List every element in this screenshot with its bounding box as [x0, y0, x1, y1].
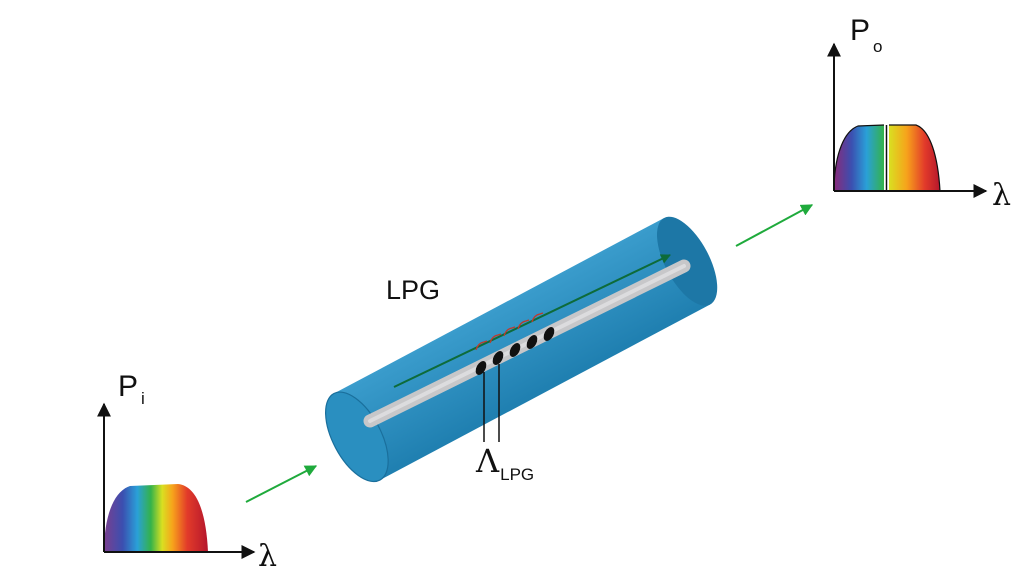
grating-dot [509, 343, 521, 357]
output-spectrum-band-right [889, 125, 940, 191]
input-light-arrow [245, 465, 318, 503]
grating-dot [475, 361, 487, 375]
grating-dot [543, 327, 555, 341]
grating-dot [492, 351, 504, 365]
optical-fiber [325, 216, 718, 483]
output-x-axis-label: λ [992, 178, 1011, 213]
output-light-arrow [735, 204, 814, 247]
grating-dot [526, 335, 538, 349]
grating-dots [475, 327, 555, 375]
lpg-label: LPG [386, 275, 440, 305]
input-spectrum-band [104, 484, 208, 552]
input-x-axis-label: λ [258, 539, 277, 574]
cladding-mode-waves [475, 312, 544, 351]
output-spectrum-band-left [834, 125, 884, 191]
period-label: ΛLPG [475, 442, 534, 484]
